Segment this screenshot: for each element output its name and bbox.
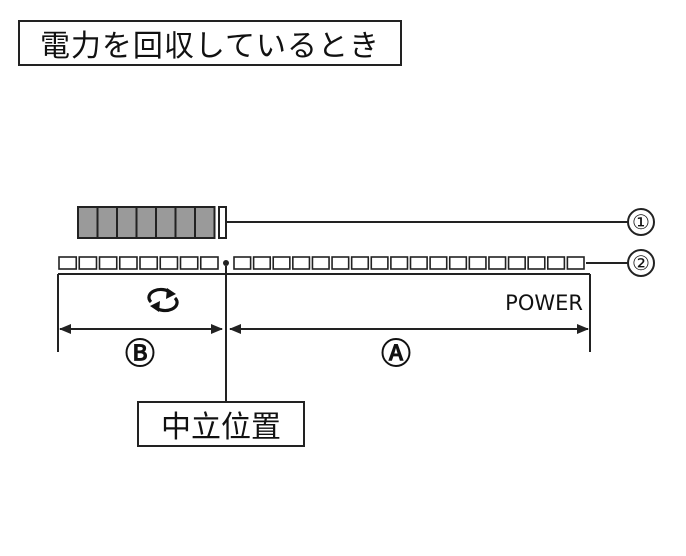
scale-segment bbox=[390, 256, 409, 270]
scale-segment bbox=[311, 256, 330, 270]
scale-segment bbox=[272, 256, 291, 270]
title-box: 電力を回収しているとき bbox=[18, 20, 402, 66]
scale-segment bbox=[252, 256, 272, 270]
scale-segment bbox=[331, 256, 350, 270]
callout-1-label: ① bbox=[632, 210, 650, 234]
indicator-segment-filled bbox=[77, 206, 99, 239]
scale-segment bbox=[179, 256, 199, 270]
neutral-position-label: 中立位置 bbox=[161, 410, 281, 445]
power-label: POWER bbox=[505, 291, 583, 315]
scale-segment bbox=[488, 256, 507, 270]
scale-segment bbox=[566, 256, 585, 270]
callout-1-circle bbox=[627, 208, 655, 236]
scale-segment bbox=[370, 256, 389, 270]
neutral-position-box: 中立位置 bbox=[137, 401, 305, 447]
recycle-arrows-icon bbox=[147, 287, 179, 313]
scale-bar bbox=[58, 256, 585, 270]
scale-segment bbox=[350, 256, 370, 270]
callout-2-circle bbox=[627, 249, 655, 277]
zone-b-label: Ⓑ bbox=[125, 337, 155, 372]
scale-segment bbox=[292, 256, 311, 270]
scale-segment bbox=[159, 256, 179, 270]
scale-segment bbox=[409, 256, 428, 270]
indicator-segment-filled bbox=[116, 206, 138, 239]
scale-segment bbox=[58, 256, 78, 270]
indicator-segment-filled bbox=[194, 206, 216, 239]
scale-segment bbox=[546, 256, 566, 270]
indicator-segment-filled bbox=[174, 206, 196, 239]
indicator-segment-filled bbox=[155, 206, 177, 239]
indicator-segment-filled bbox=[135, 206, 157, 239]
scale-segment bbox=[527, 256, 546, 270]
indicator-segment-filled bbox=[96, 206, 118, 239]
scale-segment bbox=[118, 256, 138, 270]
neutral-dot bbox=[223, 260, 229, 266]
scale-segment bbox=[139, 256, 159, 270]
callout-2-label: ② bbox=[632, 251, 650, 275]
scale-segment bbox=[98, 256, 118, 270]
scale-segment bbox=[199, 256, 219, 270]
indicator-bar bbox=[77, 206, 227, 239]
scale-segment bbox=[78, 256, 98, 270]
indicator-segment-empty bbox=[218, 206, 227, 239]
zone-a-label: Ⓐ bbox=[381, 337, 411, 372]
scale-segment bbox=[448, 256, 468, 270]
scale-segment bbox=[507, 256, 526, 270]
scale-segment bbox=[429, 256, 448, 270]
scale-segment bbox=[468, 256, 487, 270]
title-text: 電力を回収しているとき bbox=[39, 29, 381, 64]
scale-segment bbox=[233, 256, 252, 270]
